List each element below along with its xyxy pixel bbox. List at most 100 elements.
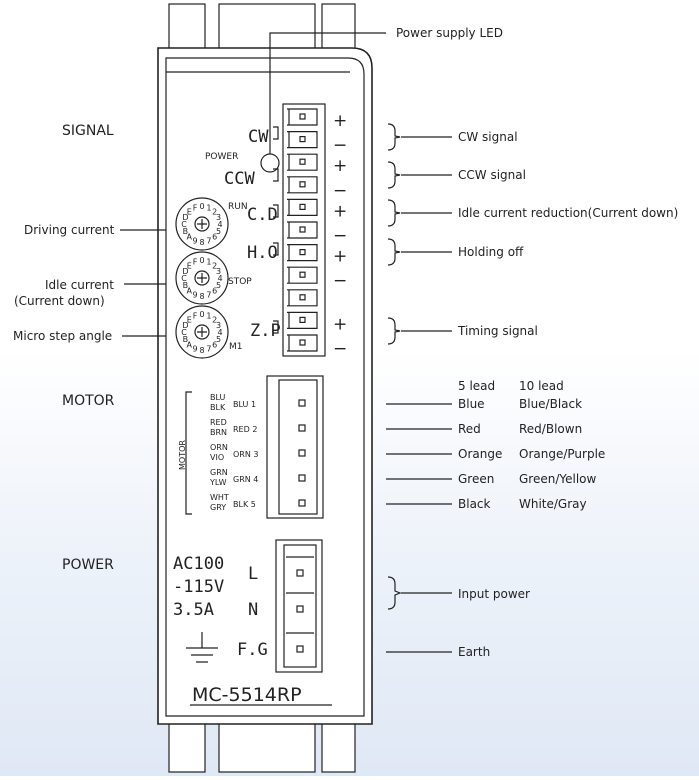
motor-pin: [298, 474, 306, 482]
terminal-tab: [273, 168, 279, 182]
input-power-brace: [387, 576, 402, 610]
motor-wire-a: RED: [210, 418, 227, 427]
dial-digit: 8: [199, 346, 204, 355]
motor-pin-label: ORN 3: [233, 450, 258, 459]
driving-current-switch: [175, 197, 229, 251]
dial-digit: D: [182, 321, 188, 330]
callout-idle-current: Idle current: [45, 278, 114, 292]
motor-pin-label: GRN 4: [233, 475, 258, 484]
terminal-label-ccw: CCW: [224, 169, 255, 189]
dial-digit: 5: [216, 227, 221, 236]
signal-pin: [299, 226, 306, 233]
polarity-plus: +: [333, 111, 347, 131]
signal-pin: [299, 339, 306, 346]
signal-brace: [387, 161, 401, 189]
dial-slot: [197, 273, 207, 283]
power-pin: [296, 645, 304, 653]
terminal-label-cd: C.D: [247, 205, 278, 225]
dial-digit: E: [187, 261, 192, 270]
power-pin: [296, 569, 304, 577]
dial-digit: C: [181, 274, 187, 283]
motor-pin: [298, 424, 306, 432]
power-spec-1: AC100: [173, 554, 224, 574]
motor-pin-label: BLU 1: [233, 400, 256, 409]
signal-pin: [299, 203, 306, 210]
signal-cell: [287, 244, 318, 262]
power-spec-3: 3.5A: [173, 600, 214, 620]
switch-label-run: RUN: [228, 202, 248, 212]
terminal-tab: [273, 320, 279, 334]
power-spec-2: -115V: [173, 577, 224, 597]
signal-brace: [387, 317, 401, 345]
motor-pin: [298, 399, 306, 407]
micro-step-switch: [175, 305, 229, 359]
signal-pin: [299, 158, 306, 165]
signal-terminal-block: [282, 103, 326, 357]
dial-digit: 0: [199, 202, 204, 211]
bottom-fin-center: [218, 715, 316, 773]
earth-callout: Earth: [458, 645, 490, 659]
dial-digit: 0: [199, 256, 204, 265]
dial-digit: 2: [212, 207, 217, 216]
polarity-minus: −: [333, 226, 347, 246]
dial-digit: 7: [206, 291, 211, 300]
polarity-minus: −: [333, 181, 347, 201]
dial-digit: 2: [212, 315, 217, 324]
dial-digit: B: [183, 281, 189, 290]
motor-wire-a: BLU: [210, 393, 226, 402]
polarity-minus: −: [333, 136, 347, 156]
signal-pin: [299, 249, 306, 256]
terminal-label-cw: CW: [248, 127, 269, 147]
signal-cell: [287, 108, 318, 126]
motor-wire-b: YLW: [209, 478, 227, 487]
signal-cell: [287, 334, 318, 352]
dial-digit: 3: [216, 213, 221, 222]
motor-pin: [298, 499, 306, 507]
header-5-lead: 5 lead: [458, 379, 495, 393]
power-terminal-label: L: [248, 564, 258, 584]
signal-callout: CW signal: [458, 130, 518, 144]
terminal-label-zp: Z.P: [250, 321, 281, 341]
driver-body: [157, 47, 373, 725]
motor-wire-a: GRN: [210, 468, 228, 477]
dial-digit: 9: [193, 291, 198, 300]
motor-connector-inner: [278, 379, 318, 515]
dial-digit: 7: [206, 237, 211, 246]
dial-digit: C: [181, 328, 187, 337]
switch-label-m1: M1: [229, 342, 243, 352]
motor-pin: [298, 449, 306, 457]
motor-vertical-label: MOTOR: [178, 440, 187, 470]
dial-digit: 6: [212, 233, 217, 242]
callout-current-down: (Current down): [14, 294, 105, 308]
dial-digit: 2: [212, 261, 217, 270]
motor-lead10: Blue/Black: [519, 397, 582, 411]
led-pointer-line: [269, 32, 386, 160]
idle-current-switch: [175, 251, 229, 305]
motor-wire-b: BLK: [210, 403, 226, 412]
signal-brace: [387, 199, 401, 227]
signal-cell: [287, 289, 318, 307]
signal-pin: [299, 181, 306, 188]
terminal-tab: [273, 204, 279, 218]
polarity-minus: −: [333, 271, 347, 291]
dial-digit: C: [181, 220, 187, 229]
signal-cell: [287, 221, 318, 239]
ground-icon: [186, 632, 218, 663]
polarity-plus: +: [333, 247, 347, 267]
signal-brace: [387, 123, 401, 151]
dial-slot: [197, 219, 207, 229]
dial-digit: F: [193, 203, 198, 212]
motor-pin-label: BLK 5: [233, 500, 256, 509]
dial-digit: 9: [193, 237, 198, 246]
terminal-tab: [273, 242, 279, 256]
section-power: POWER: [62, 557, 114, 573]
motor-lead5: Black: [458, 497, 491, 511]
motor-lead5: Red: [458, 422, 481, 436]
dial-digit: 4: [217, 328, 222, 337]
callout-driving-current: Driving current: [24, 223, 115, 237]
motor-bracket: [185, 391, 192, 515]
dial-digit: E: [187, 315, 192, 324]
dial-digit: 9: [193, 345, 198, 354]
motor-wire-a: WHT: [210, 493, 229, 502]
